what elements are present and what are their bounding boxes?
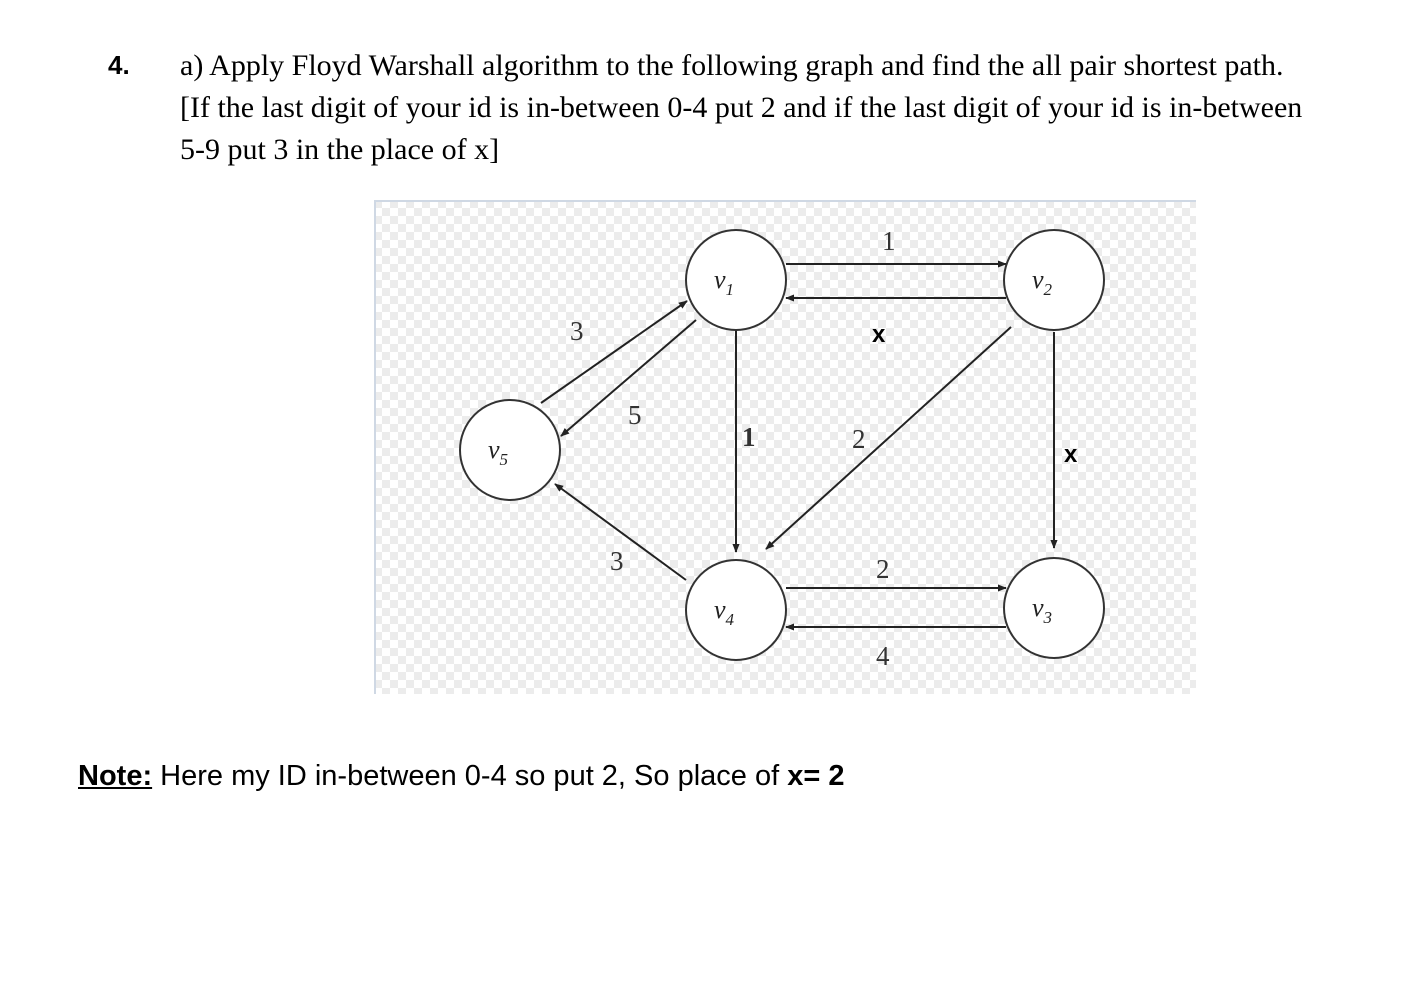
weight-v1-v5: 5 <box>628 400 642 430</box>
weight-v3-v4: 4 <box>876 641 890 671</box>
question-number: 4. <box>108 50 130 80</box>
vertex-v2-letter: v <box>1032 265 1044 294</box>
weight-v2-v1: x <box>872 321 886 348</box>
svg-text:v1: v1 <box>714 265 734 299</box>
vertex-v3-letter: v <box>1032 593 1044 622</box>
vertex-v2: v2 <box>1003 229 1105 331</box>
graph-figure: 1 x 3 5 1 2 x 3 2 4 v1 v2 v3 v4 v5 <box>374 200 1196 694</box>
vertex-v2-sub: 2 <box>1044 280 1053 299</box>
vertex-v3: v3 <box>1003 557 1105 659</box>
edge-v1-v5 <box>560 319 697 437</box>
svg-text:v4: v4 <box>714 595 735 629</box>
edge-v2-v4 <box>765 326 1012 550</box>
note-text: Here my ID in-between 0-4 so put 2, So p… <box>152 760 788 792</box>
question-line-1: a) Apply Floyd Warshall algorithm to the… <box>180 49 1284 82</box>
weight-v5-v1: 3 <box>570 316 584 346</box>
vertex-v4-sub: 4 <box>726 610 735 629</box>
note-label: Note: <box>78 760 153 792</box>
weight-v1-v2: 1 <box>882 226 896 256</box>
weight-v4-v5: 3 <box>610 546 624 576</box>
note: Note: Here my ID in-between 0-4 so put 2… <box>78 760 844 793</box>
note-value: x= 2 <box>787 760 845 792</box>
weight-v1-v4: 1 <box>742 422 756 452</box>
svg-text:v5: v5 <box>488 435 508 469</box>
vertex-v1: v1 <box>685 229 787 331</box>
edge-v4-v5 <box>554 483 687 581</box>
weight-v2-v3: x <box>1064 441 1078 468</box>
vertex-v4-letter: v <box>714 595 726 624</box>
vertex-v1-sub: 1 <box>726 280 735 299</box>
question-line-2: [If the last digit of your id is in-betw… <box>180 91 1303 124</box>
question-line-3: 5-9 put 3 in the place of x] <box>180 133 500 166</box>
svg-text:v2: v2 <box>1032 265 1053 299</box>
vertex-v5: v5 <box>459 399 561 501</box>
vertex-v5-sub: 5 <box>500 450 509 469</box>
question-text: a) Apply Floyd Warshall algorithm to the… <box>180 45 1390 171</box>
vertex-v1-letter: v <box>714 265 726 294</box>
weight-v4-v3: 2 <box>876 554 890 584</box>
vertex-v3-sub: 3 <box>1043 608 1053 627</box>
vertex-v4: v4 <box>685 559 787 661</box>
weight-v2-v4: 2 <box>852 424 866 454</box>
svg-text:v3: v3 <box>1032 593 1052 627</box>
vertex-v5-letter: v <box>488 435 500 464</box>
edge-v5-v1 <box>540 300 688 404</box>
